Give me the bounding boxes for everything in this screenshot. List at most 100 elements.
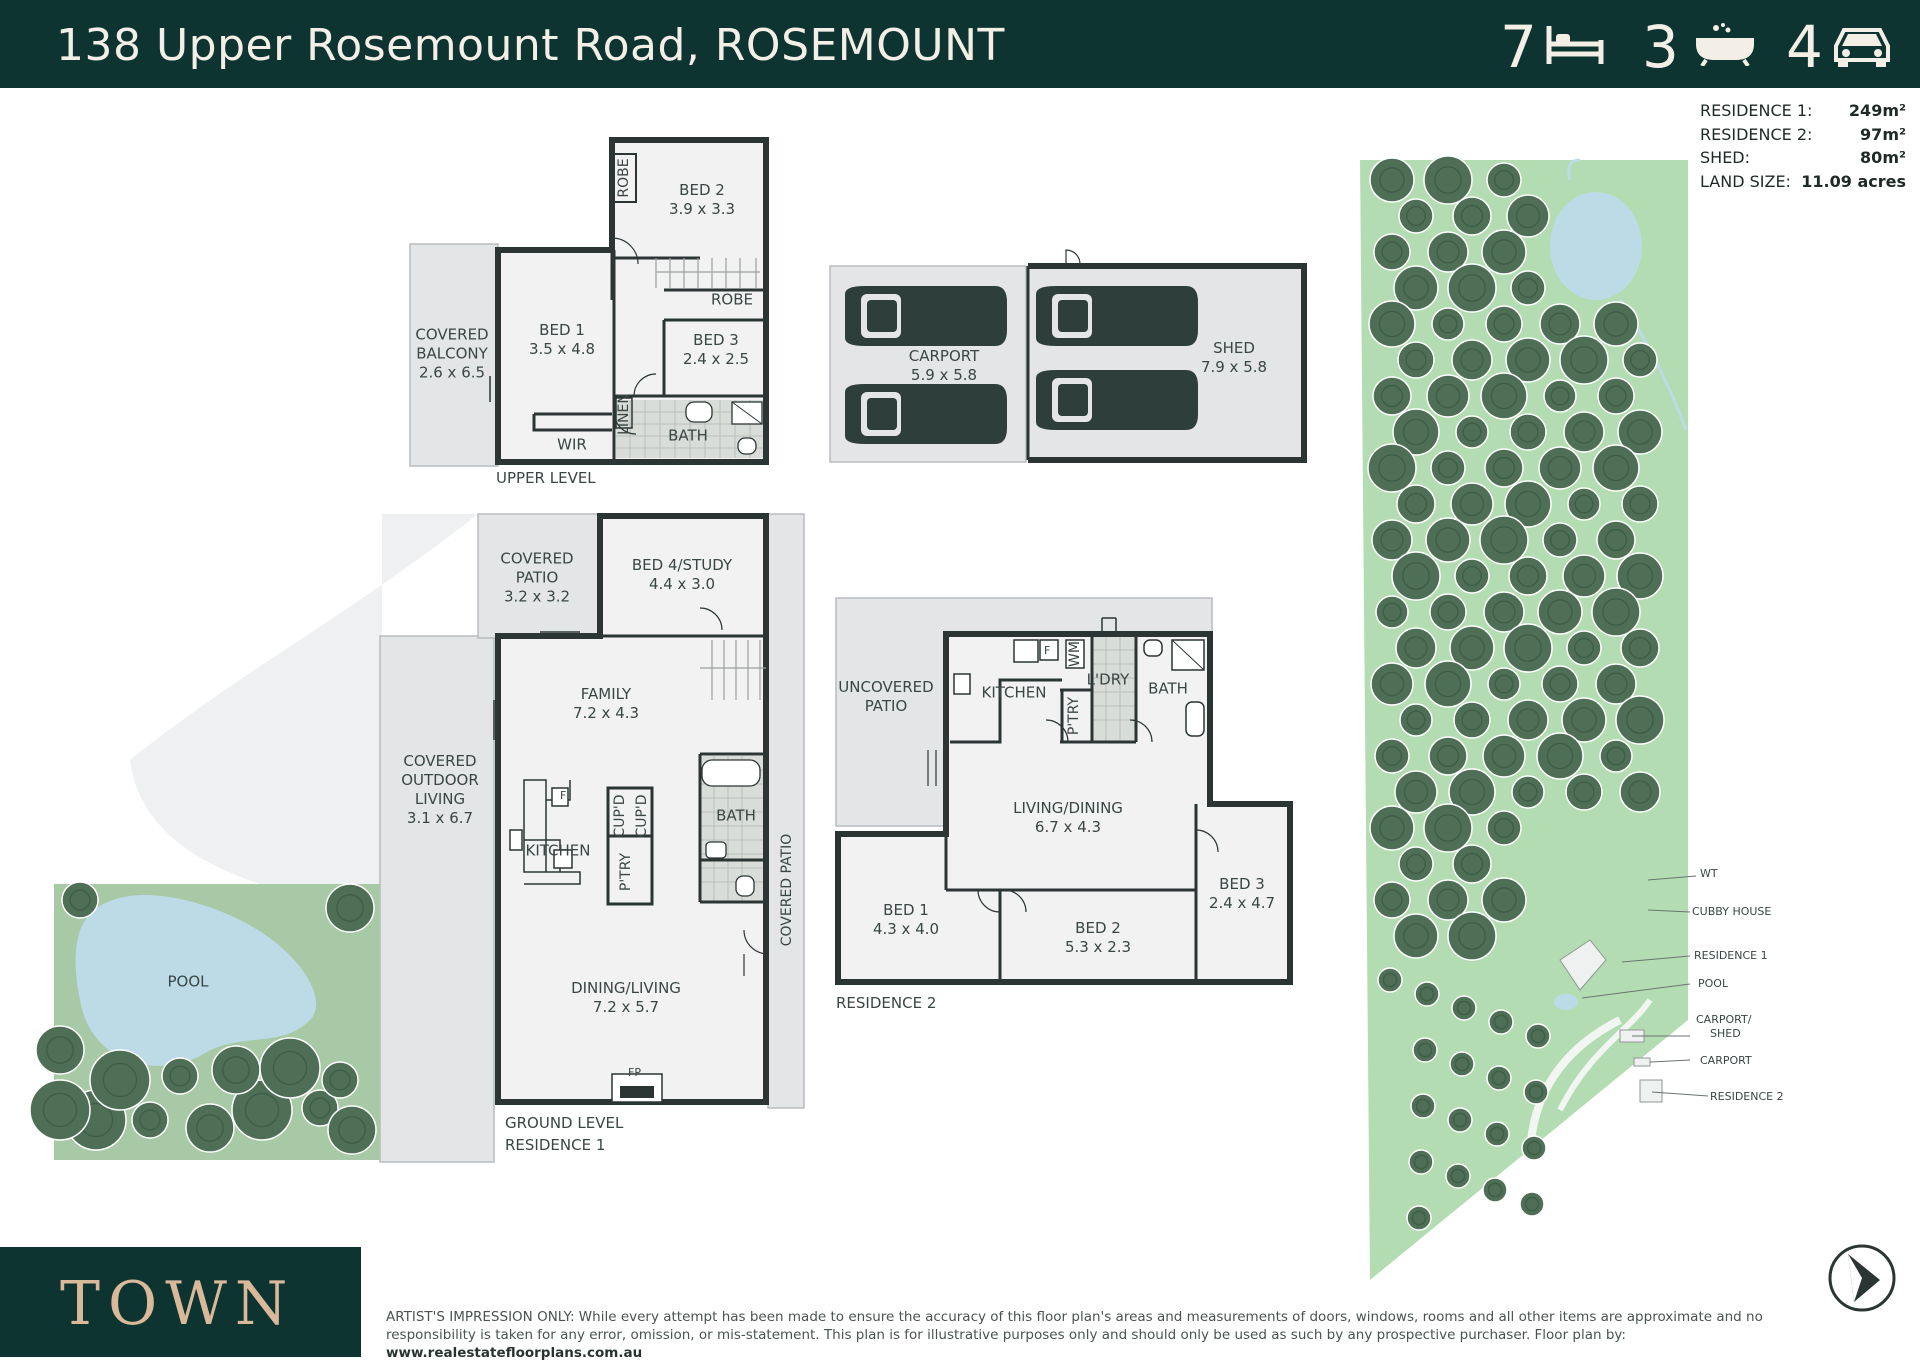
tree: [1377, 967, 1403, 993]
tree: [1451, 995, 1477, 1021]
tree: [1373, 881, 1411, 919]
tree: [1451, 339, 1493, 381]
area-row-residence-1: RESIDENCE 1:249m²: [1700, 101, 1906, 120]
tree: [321, 1061, 359, 1099]
bathtub-icon: [1696, 23, 1754, 66]
label-pool: POOL: [167, 972, 209, 991]
tree: [1447, 911, 1497, 961]
tree: [1423, 803, 1473, 853]
tree: [327, 1105, 377, 1155]
room-label-res2-bath: BATH: [1148, 679, 1188, 698]
tree: [1445, 1163, 1471, 1189]
tree: [1597, 377, 1635, 415]
site-label-carport-shed-2: SHED: [1710, 1027, 1741, 1040]
tree: [1484, 448, 1524, 488]
tree: [161, 1057, 199, 1095]
tree: [1453, 701, 1491, 739]
car-space-count: 4: [1786, 13, 1823, 81]
tree: [1412, 1037, 1438, 1063]
header-bar: 138 Upper Rosemount Road, ROSEMOUNT 7 3 …: [0, 0, 1920, 88]
tree: [1448, 768, 1496, 816]
room-label-kitchen: KITCHEN: [525, 841, 591, 860]
tree: [1431, 307, 1465, 341]
tree: [1519, 1191, 1545, 1217]
tree: [185, 1103, 235, 1153]
site-label-residence-1: RESIDENCE 1: [1694, 949, 1768, 962]
pool-water: [75, 895, 317, 1066]
tree: [1429, 593, 1467, 631]
tree: [1521, 1135, 1547, 1161]
tree: [1424, 660, 1472, 708]
washing-machine-symbol: WM: [1067, 641, 1083, 667]
room-label-res2-pantry: P'TRY: [1066, 696, 1082, 736]
tree: [1414, 981, 1440, 1007]
tree: [1536, 732, 1584, 780]
site-label-carport-shed-1: CARPORT/: [1696, 1013, 1752, 1026]
tree: [89, 1049, 151, 1111]
tree: [1454, 558, 1490, 594]
car-icon: [1036, 286, 1198, 346]
site-label-wt: WT: [1700, 867, 1718, 880]
tree: [1375, 595, 1409, 629]
tree: [1372, 376, 1412, 416]
tree: [1398, 846, 1434, 882]
tree: [1509, 413, 1547, 451]
tree: [1621, 485, 1659, 523]
north-arrow-icon: [1828, 1244, 1896, 1312]
tree: [211, 1045, 261, 1095]
room-label-res2-kitchen: KITCHEN: [981, 683, 1047, 702]
tree: [1449, 625, 1495, 671]
tree: [1394, 770, 1438, 814]
tree: [1619, 771, 1661, 813]
pool-garden-trees: [29, 881, 377, 1155]
tree: [1452, 844, 1492, 884]
cars-group: [845, 286, 1198, 444]
tree: [1541, 665, 1579, 703]
room-label-ground-bath: BATH: [716, 806, 756, 825]
tree: [1561, 697, 1607, 743]
tree: [1480, 372, 1528, 420]
tree: [1397, 341, 1435, 379]
site-label-cubby-house: CUBBY HOUSE: [1692, 905, 1772, 918]
tree: [1428, 736, 1468, 776]
tree: [1455, 415, 1489, 449]
tree: [1395, 627, 1437, 669]
tree: [1425, 517, 1471, 563]
tree: [1369, 805, 1415, 851]
tree: [1562, 554, 1606, 598]
tree: [1486, 162, 1522, 198]
tree: [1506, 194, 1550, 238]
tree: [1452, 196, 1492, 236]
car-icon: [1036, 370, 1198, 430]
tree: [1622, 342, 1658, 378]
tree: [1481, 877, 1527, 923]
site-plan: [1360, 155, 1709, 1280]
tree: [259, 1037, 321, 1099]
tree: [1391, 551, 1441, 601]
site-label-carport: CARPORT: [1700, 1054, 1752, 1067]
tree: [1483, 591, 1525, 633]
tree: [301, 1089, 339, 1127]
tree: [1486, 1065, 1512, 1091]
tree: [1539, 303, 1581, 345]
room-label-side-covered-patio: COVERED PATIO: [779, 833, 795, 947]
area-row-land-size: LAND SIZE:11.09 acres: [1700, 171, 1906, 191]
tree: [1393, 913, 1439, 959]
covered-patio-area: [477, 513, 599, 639]
tree: [1408, 1149, 1434, 1175]
caption-residence-1: RESIDENCE 1: [505, 1136, 606, 1154]
tree: [1484, 1121, 1510, 1147]
site-label-pool: POOL: [1698, 977, 1729, 990]
tree: [1542, 522, 1578, 558]
tree: [1479, 515, 1529, 565]
tree: [61, 881, 99, 919]
car-icon: [845, 286, 1007, 346]
tree: [1393, 265, 1439, 311]
tree: [1449, 1051, 1475, 1077]
